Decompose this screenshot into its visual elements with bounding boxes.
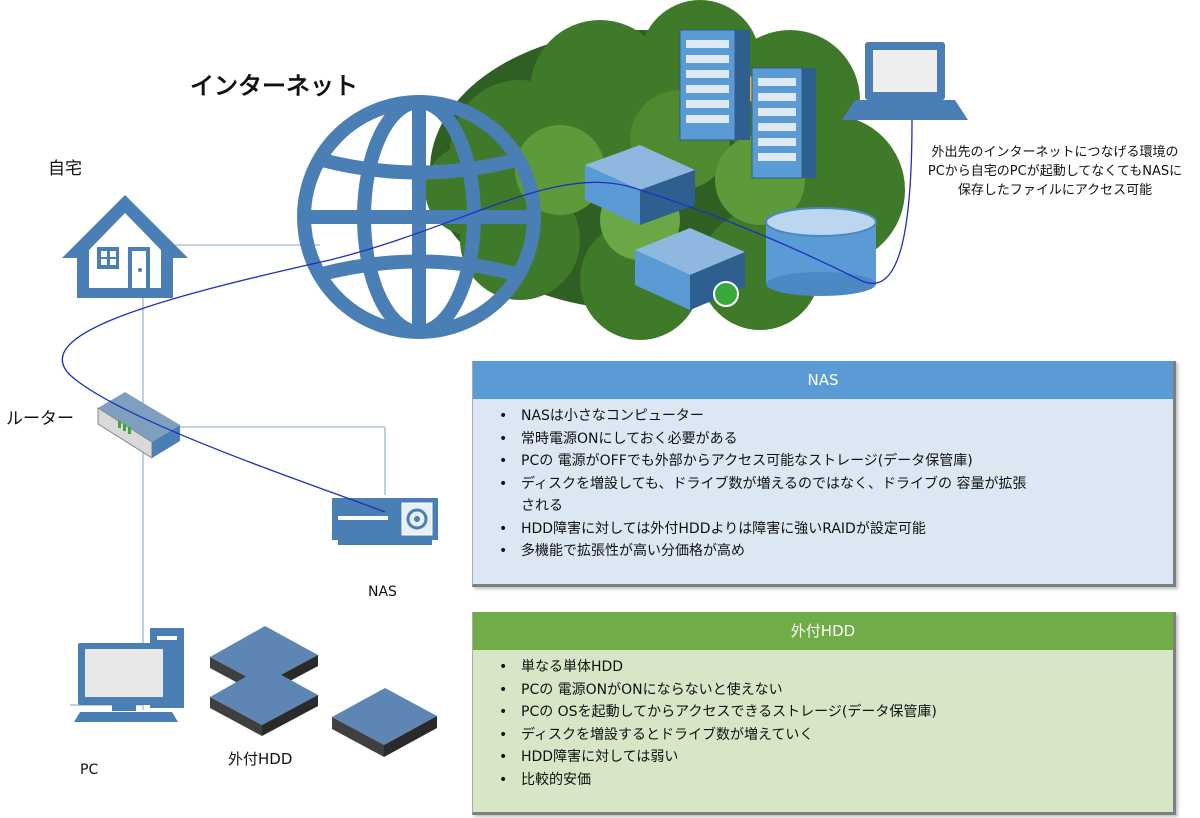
remote-access-note: 外出先のインターネットにつなげる環境の PCから自宅のPCが起動してなくてもNA… [915, 143, 1195, 200]
nas-label: NAS [368, 584, 397, 600]
nas-feature-list: NASは小さなコンピューター 常時電源ONにしておく必要がある PCの 電源がO… [473, 399, 1173, 563]
database-icon [765, 207, 877, 296]
list-item-continuation: される [521, 498, 563, 514]
home-label: 自宅 [48, 159, 82, 179]
laptop-icon [842, 42, 968, 120]
list-item: ディスクを増設するとドライブ数が増えていく [499, 724, 1173, 747]
internet-label: インターネット [190, 72, 358, 100]
list-item: PCの 電源ONがONにならないと使えない [499, 679, 1173, 702]
hdd-description-box: 外付HDD 単なる単体HDD PCの 電源ONがONにならないと使えない PCの… [472, 612, 1176, 815]
router-icon [97, 392, 180, 459]
hdd-icon [210, 626, 437, 757]
connector-lines [70, 240, 386, 710]
note-line: 外出先のインターネットにつなげる環境の [931, 145, 1179, 160]
list-item: 比較的安価 [499, 769, 1173, 792]
house-icon [62, 195, 188, 298]
list-item: NASは小さなコンピューター [499, 405, 1173, 428]
list-item: PCの OSを起動してからアクセスできるストレージ(データ保管庫) [499, 701, 1173, 724]
router-label: ルーター [6, 409, 74, 429]
list-item: HDD障害に対しては外付HDDよりは障害に強いRAIDが設定可能 [499, 518, 1173, 541]
remote-connection-line [61, 119, 913, 513]
hdd-feature-list: 単なる単体HDD PCの 電源ONがONにならないと使えない PCの OSを起動… [473, 650, 1173, 791]
globe-icon [297, 95, 541, 339]
note-line: 保存したファイルにアクセス可能 [957, 183, 1153, 198]
server-icon [585, 29, 816, 310]
list-item: 多機能で拡張性が高い分価格が高め [499, 540, 1173, 563]
pc-label: PC [80, 762, 99, 778]
hdd-box-title: 外付HDD [473, 612, 1173, 650]
list-item-text: ディスクを増設しても、ドライブ数が増えるのではなく、ドライブの 容量が拡張 [521, 475, 1027, 492]
list-item: 単なる単体HDD [499, 656, 1173, 679]
pc-icon [74, 628, 184, 722]
nas-description-box: NAS NASは小さなコンピューター 常時電源ONにしておく必要がある PCの … [472, 361, 1176, 587]
list-item: 常時電源ONにしておく必要がある [499, 428, 1173, 451]
nas-device-icon [332, 498, 438, 545]
external-hdd-label: 外付HDD [228, 750, 293, 768]
list-item: HDD障害に対しては弱い [499, 746, 1173, 769]
nas-box-title: NAS [473, 361, 1173, 399]
note-line: PCから自宅のPCが起動してなくてもNASに [927, 164, 1183, 179]
list-item: PCの 電源がOFFでも外部からアクセス可能なストレージ(データ保管庫) [499, 450, 1173, 473]
